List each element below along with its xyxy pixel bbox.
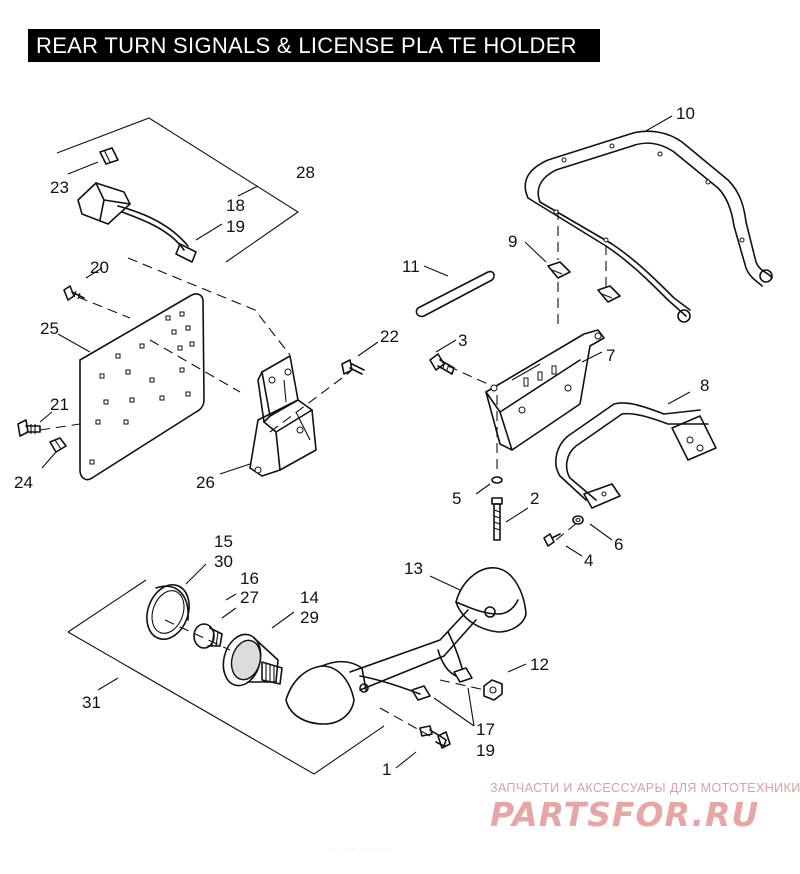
license-plate-25 xyxy=(79,293,205,481)
callout-26: 26 xyxy=(196,473,215,492)
callout-11: 11 xyxy=(402,257,420,276)
callout-23: 23 xyxy=(50,178,69,197)
callout-29: 29 xyxy=(300,608,319,627)
callout-30: 30 xyxy=(214,552,233,571)
support-rail-10 xyxy=(524,130,773,323)
callout-25: 25 xyxy=(40,319,59,338)
assembly-line-nut-12 xyxy=(439,679,486,691)
assembly-line-rail-10 xyxy=(557,210,607,290)
assembly-line-bolt-3 xyxy=(447,365,491,386)
callout-10: 10 xyxy=(676,104,695,123)
bulb-16 xyxy=(193,623,223,649)
callout-2: 2 xyxy=(530,489,539,508)
clip-9 xyxy=(547,261,621,303)
callout-7: 7 xyxy=(606,346,615,365)
assembly-line-plate-bracket xyxy=(149,339,241,393)
screw-21 xyxy=(17,419,41,437)
callout-16: 16 xyxy=(240,569,259,588)
nut-24 xyxy=(49,437,67,453)
callout-4: 4 xyxy=(584,551,593,570)
callout-15: 15 xyxy=(214,532,233,551)
callout-28: 28 xyxy=(296,163,315,182)
callout-9: 9 xyxy=(508,232,517,251)
callout-17: 17 xyxy=(476,720,495,739)
callout-5: 5 xyxy=(452,489,461,508)
socket-housing-14 xyxy=(222,633,283,687)
assembly-line-screw-22 xyxy=(269,371,351,433)
bolt-2 xyxy=(491,497,503,541)
callout-19-lower: 19 xyxy=(476,741,495,760)
footer-text: · · · · · · · · · · · · · · xyxy=(330,846,388,853)
callout-leaders xyxy=(39,115,691,769)
callout-6: 6 xyxy=(614,535,623,554)
washer-5 xyxy=(491,476,503,484)
screw-20 xyxy=(63,285,85,301)
group-bracket-31 xyxy=(67,579,385,775)
lower-rail-8 xyxy=(555,402,717,509)
diagram-title: REAR TURN SIGNALS & LICENSE PLA TE HOLDE… xyxy=(28,29,600,62)
screw-4 xyxy=(543,533,561,547)
reflector-11 xyxy=(415,270,495,318)
callout-27: 27 xyxy=(240,588,259,607)
assembly-line-lens-bulb xyxy=(164,619,231,651)
washer-6 xyxy=(572,515,584,525)
assembly-line-screw-4 xyxy=(555,521,579,541)
callout-20: 20 xyxy=(90,258,109,277)
callout-22: 22 xyxy=(380,327,399,346)
callout-24: 24 xyxy=(14,473,33,492)
bulb-23 xyxy=(99,147,119,165)
callout-1: 1 xyxy=(382,760,391,779)
callout-19-upper: 19 xyxy=(226,217,245,236)
bolt-1 xyxy=(419,725,451,749)
screw-22 xyxy=(341,359,365,375)
callout-31: 31 xyxy=(82,693,101,712)
watermark-tagline: ЗАПЧАСТИ И АКСЕССУАРЫ ДЛЯ МОТОТЕХНИКИ xyxy=(490,781,800,795)
bolt-3 xyxy=(429,353,455,375)
callout-13: 13 xyxy=(404,559,423,578)
group-bracket-28 xyxy=(56,117,299,263)
turn-signal-13 xyxy=(285,567,527,725)
callout-3: 3 xyxy=(458,331,467,350)
callout-18: 18 xyxy=(226,196,245,215)
assembly-line-plate-lamp xyxy=(127,257,291,356)
nut-12 xyxy=(483,679,503,701)
assembly-line-screw-21 xyxy=(39,423,81,431)
callout-12: 12 xyxy=(530,655,549,674)
license-lamp-28 xyxy=(77,182,197,263)
assembly-line-bolt-1 xyxy=(379,707,431,737)
callout-14: 14 xyxy=(300,588,319,607)
callout-21: 21 xyxy=(50,395,69,414)
watermark-logo: PARTSFOR.RU xyxy=(490,795,760,834)
plate-bracket-26 xyxy=(249,355,317,477)
assembly-line-screw-20 xyxy=(77,296,131,319)
mounting-plate-7 xyxy=(485,329,605,451)
lens-15 xyxy=(146,584,190,640)
callout-8: 8 xyxy=(700,376,709,395)
